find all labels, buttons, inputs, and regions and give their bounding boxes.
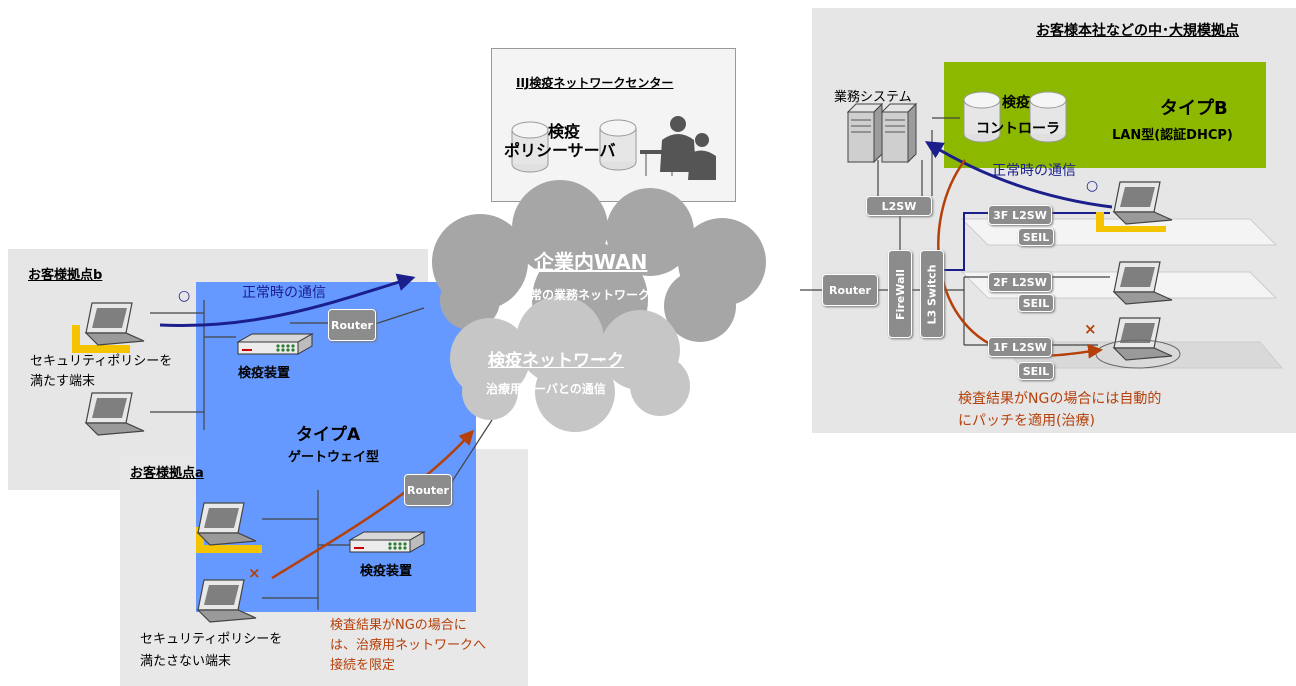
l2sw-main[interactable]: L2SW — [866, 196, 932, 216]
operators-icon — [640, 116, 716, 180]
device-a-label: 検疫装置 — [360, 564, 413, 579]
ok-pc-line2: 満たす端末 — [30, 374, 96, 389]
l2sw-1f[interactable]: 1F L2SW — [988, 337, 1052, 357]
quarantine-cloud — [450, 296, 690, 432]
circle-hq: ○ — [1086, 178, 1099, 194]
l3-switch-label: L3 Switch — [925, 264, 939, 324]
cross-a: × — [248, 564, 261, 582]
seil-1f[interactable]: SEIL — [1018, 362, 1054, 380]
laptop-1f — [1113, 317, 1173, 361]
laptop-b2 — [85, 392, 145, 436]
normal-comm-b: 正常時の通信 — [242, 285, 326, 301]
type-b-subtitle: LAN型(認証DHCP) — [1112, 128, 1233, 143]
device-b — [237, 333, 313, 355]
laptop-ng-a — [197, 579, 257, 623]
ng-note-line3: 接続を限定 — [330, 658, 396, 673]
type-a-subtitle: ゲートウェイ型 — [288, 450, 380, 465]
wan-title: 企業内WAN — [534, 250, 648, 274]
ng-pc-line1: セキュリティポリシーを — [140, 632, 283, 647]
l2sw-2f[interactable]: 2F L2SW — [988, 272, 1052, 292]
site-b-title: お客様拠点b — [28, 268, 103, 283]
l3-switch[interactable]: L3 Switch — [920, 250, 944, 338]
seil-3f[interactable]: SEIL — [1018, 228, 1054, 246]
router-b[interactable]: Router — [328, 309, 376, 341]
arrow-normal-hq — [924, 141, 1113, 209]
normal-comm-hq: 正常時の通信 — [992, 163, 1076, 179]
system-label: 業務システム — [834, 90, 912, 105]
controller-line1: 検疫 — [1002, 95, 1030, 111]
ng-note-line2: は、治療用ネットワークへ — [330, 638, 487, 653]
site-a-title: お客様拠点a — [130, 466, 204, 481]
cross-hq: × — [1084, 320, 1097, 338]
device-a — [349, 531, 425, 553]
ok-pc-line1: セキュリティポリシーを — [30, 354, 173, 369]
l2sw-3f[interactable]: 3F L2SW — [988, 205, 1052, 225]
policy-line1: 検疫 — [548, 122, 581, 141]
firewall-label: FireWall — [893, 268, 907, 320]
type-a-title: タイプA — [296, 425, 361, 445]
laptop-3f — [1113, 181, 1173, 225]
circle-b: ○ — [178, 288, 191, 304]
hq-title: お客様本社などの中･大規模拠点 — [1036, 23, 1239, 39]
server-1 — [847, 103, 883, 163]
router-hq[interactable]: Router — [822, 274, 878, 306]
policy-line2: ポリシーサーバ — [504, 141, 616, 160]
quarantine-subtitle: 治療用サーバとの通信 — [486, 382, 606, 396]
server-2 — [881, 103, 917, 163]
wan-subtitle: 通常の業務ネットワーク — [518, 288, 651, 302]
patch-line2: にパッチを適用(治療) — [958, 413, 1095, 429]
seil-2f[interactable]: SEIL — [1018, 294, 1054, 312]
center-title: IIJ検疫ネットワークセンター — [516, 76, 674, 90]
controller-line2: コントローラ — [976, 121, 1060, 137]
arrow-ng-a — [271, 429, 475, 580]
laptop-ok-b — [85, 302, 145, 346]
laptop-ok-a — [197, 502, 257, 546]
arrow-normal-b — [159, 273, 416, 328]
ng-pc-line2: 満たさない端末 — [140, 654, 232, 669]
device-b-label: 検疫装置 — [238, 366, 291, 381]
type-b-title: タイプB — [1160, 98, 1228, 119]
router-a[interactable]: Router — [404, 474, 452, 506]
quarantine-title: 検疫ネットワーク — [488, 351, 624, 371]
ng-note-line1: 検査結果がNGの場合に — [330, 618, 467, 633]
arrow-patch-hq — [937, 159, 1103, 359]
patch-line1: 検査結果がNGの場合には自動的 — [958, 391, 1162, 407]
firewall[interactable]: FireWall — [888, 250, 912, 338]
